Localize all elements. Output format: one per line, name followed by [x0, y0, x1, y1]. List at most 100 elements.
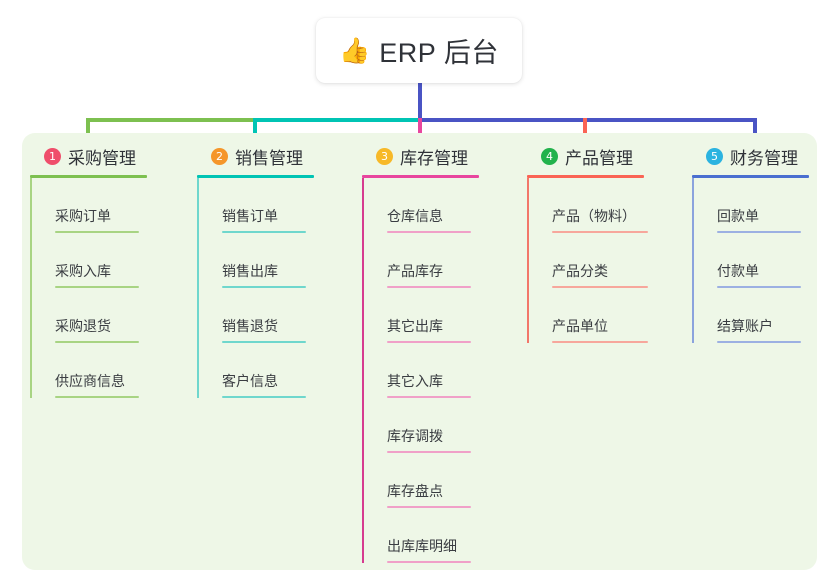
root-node-content: 👍 ERP 后台 — [339, 31, 499, 70]
leaf-label: 回款单 — [717, 208, 759, 224]
leaf-item[interactable]: 销售订单 — [197, 178, 314, 233]
leaf-spine-4 — [527, 178, 529, 343]
leaf-list-4: 产品（物料） 产品分类产品单位 — [527, 178, 648, 343]
leaf-label: 库存盘点 — [387, 483, 443, 499]
leaf-label: 销售订单 — [222, 208, 278, 224]
leaf-item[interactable]: 产品分类 — [527, 233, 648, 288]
leaf-rule — [222, 286, 306, 288]
leaf-label: 销售退货 — [222, 318, 278, 334]
leaf-spine-2 — [197, 178, 199, 398]
leaf-rule — [387, 231, 471, 233]
column-header-2[interactable]: 2 销售管理 — [197, 143, 314, 169]
leaf-rule — [55, 231, 139, 233]
leaf-item[interactable]: 其它出库 — [362, 288, 479, 343]
leaf-item[interactable]: 付款单 — [692, 233, 809, 288]
column-3: 3 库存管理仓库信息产品库存其它出库其它入库库存调拨库存盘点出库库明细 — [362, 143, 479, 563]
leaf-rule — [387, 396, 471, 398]
leaf-list-1: 采购订单采购入库采购退货供应商信息 — [30, 178, 147, 398]
column-badge-1: 1 — [44, 147, 61, 165]
leaf-rule — [717, 231, 801, 233]
leaf-spine-3 — [362, 178, 364, 563]
leaf-spine-1 — [30, 178, 32, 398]
column-title-5: 财务管理 — [730, 148, 798, 168]
thumbs-up-icon: 👍 — [339, 36, 371, 65]
leaf-label: 其它出库 — [387, 318, 443, 334]
leaf-item[interactable]: 销售退货 — [197, 288, 314, 343]
leaf-rule — [387, 341, 471, 343]
leaf-label: 采购退货 — [55, 318, 111, 334]
column-badge-2: 2 — [211, 147, 228, 165]
leaf-label: 出库库明细 — [387, 538, 457, 554]
leaf-rule — [387, 561, 471, 563]
leaf-item[interactable]: 库存调拨 — [362, 398, 479, 453]
leaf-rule — [55, 341, 139, 343]
root-title: ERP 后台 — [379, 38, 499, 68]
leaf-label: 产品单位 — [552, 318, 608, 334]
leaf-label: 仓库信息 — [387, 208, 443, 224]
leaf-label: 产品（物料） — [552, 208, 636, 224]
leaf-label: 供应商信息 — [55, 373, 125, 389]
leaf-label: 产品库存 — [387, 263, 443, 279]
leaf-label: 库存调拨 — [387, 428, 443, 444]
leaf-list-2: 销售订单销售出库销售退货客户信息 — [197, 178, 314, 398]
leaf-item[interactable]: 结算账户 — [692, 288, 809, 343]
column-header-1[interactable]: 1 采购管理 — [30, 143, 147, 169]
leaf-rule — [55, 286, 139, 288]
leaf-rule — [552, 341, 648, 343]
column-rule-1 — [30, 175, 147, 178]
column-header-5[interactable]: 5 财务管理 — [692, 143, 809, 169]
leaf-item[interactable]: 供应商信息 — [30, 343, 147, 398]
column-title-4: 产品管理 — [565, 148, 633, 168]
leaf-label: 客户信息 — [222, 373, 278, 389]
column-4: 4 产品管理产品（物料） 产品分类产品单位 — [527, 143, 648, 343]
column-1: 1 采购管理采购订单采购入库采购退货供应商信息 — [30, 143, 147, 398]
column-badge-4: 4 — [541, 147, 558, 165]
column-badge-3: 3 — [376, 147, 393, 165]
column-title-3: 库存管理 — [400, 148, 468, 168]
leaf-rule — [387, 451, 471, 453]
leaf-rule — [222, 231, 306, 233]
leaf-item[interactable]: 仓库信息 — [362, 178, 479, 233]
leaf-rule — [717, 341, 801, 343]
column-title-1: 采购管理 — [68, 148, 136, 168]
leaf-label: 销售出库 — [222, 263, 278, 279]
column-header-4[interactable]: 4 产品管理 — [527, 143, 648, 169]
leaf-item[interactable]: 产品（物料） — [527, 178, 648, 233]
leaf-item[interactable]: 销售出库 — [197, 233, 314, 288]
leaf-rule — [717, 286, 801, 288]
leaf-rule — [222, 396, 306, 398]
column-2: 2 销售管理销售订单销售出库销售退货客户信息 — [197, 143, 314, 398]
leaf-item[interactable]: 回款单 — [692, 178, 809, 233]
root-node[interactable]: 👍 ERP 后台 — [316, 18, 522, 83]
leaf-label: 采购订单 — [55, 208, 111, 224]
leaf-item[interactable]: 采购订单 — [30, 178, 147, 233]
column-rule-2 — [197, 175, 314, 178]
leaf-item[interactable]: 库存盘点 — [362, 453, 479, 508]
leaf-rule — [387, 506, 471, 508]
leaf-label: 产品分类 — [552, 263, 608, 279]
leaf-rule — [552, 286, 648, 288]
leaf-label: 付款单 — [717, 263, 759, 279]
leaf-rule — [55, 396, 139, 398]
leaf-label: 结算账户 — [717, 318, 773, 334]
leaf-item[interactable]: 客户信息 — [197, 343, 314, 398]
leaf-item[interactable]: 出库库明细 — [362, 508, 479, 563]
leaf-item[interactable]: 采购入库 — [30, 233, 147, 288]
leaf-rule — [552, 231, 648, 233]
leaf-rule — [222, 341, 306, 343]
leaf-label: 其它入库 — [387, 373, 443, 389]
leaf-item[interactable]: 采购退货 — [30, 288, 147, 343]
column-rule-4 — [527, 175, 644, 178]
column-title-2: 销售管理 — [235, 148, 303, 168]
column-rule-3 — [362, 175, 479, 178]
column-5: 5 财务管理回款单付款单结算账户 — [692, 143, 809, 343]
column-badge-5: 5 — [706, 147, 723, 165]
leaf-list-5: 回款单付款单结算账户 — [692, 178, 809, 343]
leaf-item[interactable]: 产品库存 — [362, 233, 479, 288]
leaf-label: 采购入库 — [55, 263, 111, 279]
column-header-3[interactable]: 3 库存管理 — [362, 143, 479, 169]
leaf-item[interactable]: 产品单位 — [527, 288, 648, 343]
leaf-item[interactable]: 其它入库 — [362, 343, 479, 398]
leaf-list-3: 仓库信息产品库存其它出库其它入库库存调拨库存盘点出库库明细 — [362, 178, 479, 563]
